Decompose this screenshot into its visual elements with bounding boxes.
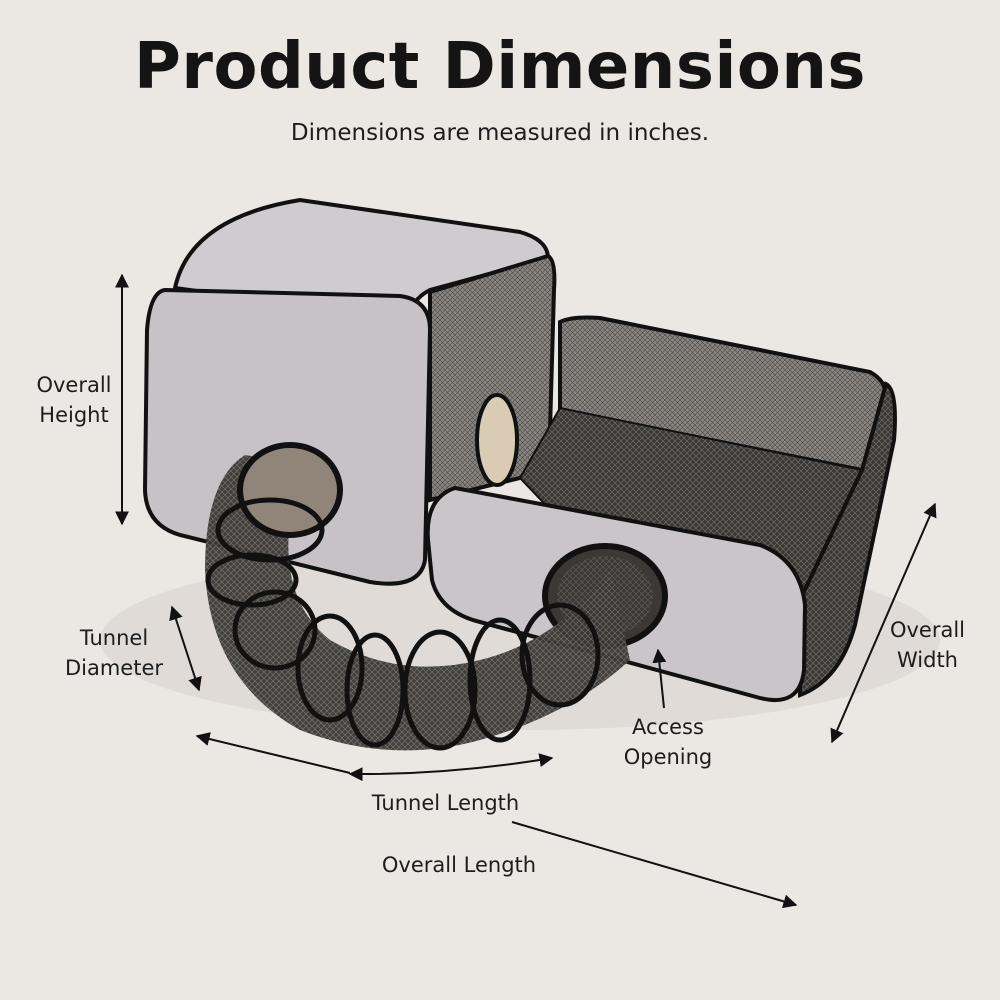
tunnel-length-label: Tunnel Length — [371, 791, 520, 815]
overall-length-label: Overall Length — [381, 853, 537, 877]
tunnel — [205, 442, 630, 751]
overall-length-arrow-right — [511, 821, 798, 909]
overall-length-arrow-left — [195, 732, 351, 774]
page-subtitle: Dimensions are measured in inches. — [290, 120, 710, 146]
access-opening-arrow — [652, 648, 667, 709]
page-title: Product Dimensions — [134, 30, 866, 104]
tunnel-length-arrow — [348, 753, 554, 782]
overall-width-arrow — [830, 502, 937, 744]
tunnel-diameter-arrow — [169, 605, 202, 692]
